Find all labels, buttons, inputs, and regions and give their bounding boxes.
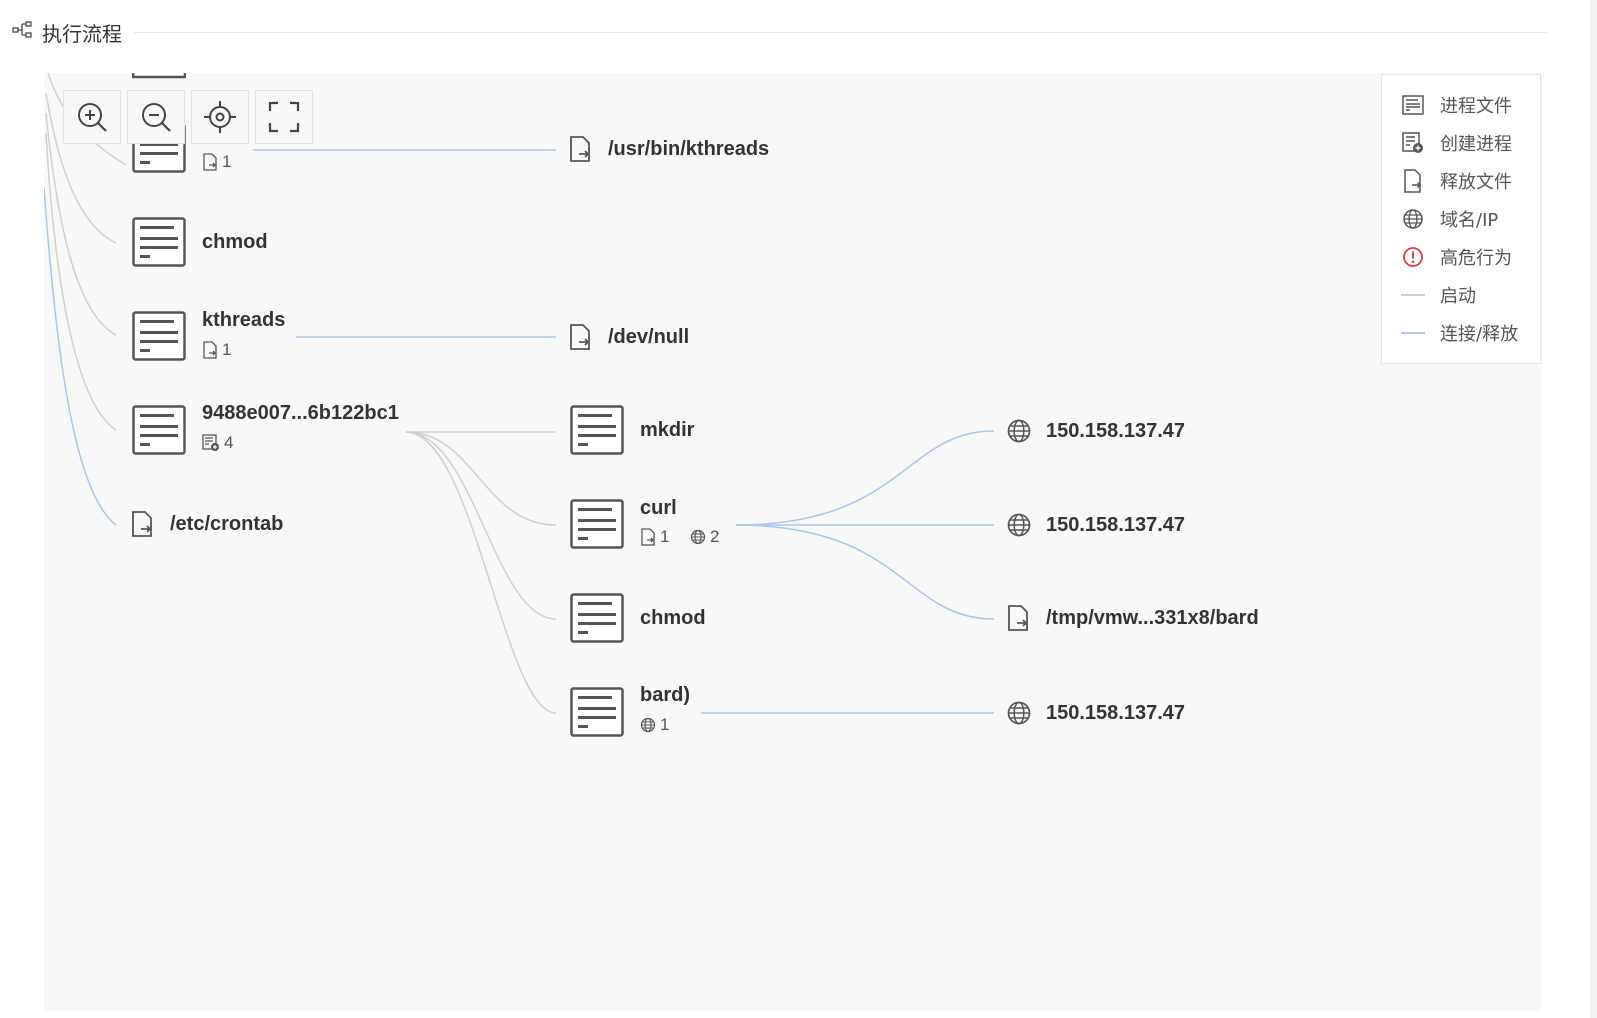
process-file-icon bbox=[132, 405, 186, 455]
zoom-in-icon bbox=[78, 103, 107, 132]
header-divider bbox=[134, 31, 1547, 33]
legend-item-connect-release: 连接/释放 bbox=[1400, 320, 1518, 346]
release-count: 1 bbox=[640, 527, 669, 547]
file-node-usr-kthreads[interactable]: /usr/bin/kthreads bbox=[568, 135, 769, 167]
node-label: 150.158.137.47 bbox=[1046, 420, 1186, 442]
node-label: mkdir bbox=[640, 419, 695, 441]
process-file-icon bbox=[132, 73, 186, 79]
globe-icon bbox=[690, 529, 706, 545]
globe-icon bbox=[640, 717, 656, 733]
process-file-icon bbox=[132, 217, 186, 267]
edge-start bbox=[45, 112, 117, 336]
crosshair-icon bbox=[204, 101, 236, 133]
zoom-out-icon bbox=[142, 103, 171, 132]
node-label: 150.158.137.47 bbox=[1046, 514, 1186, 536]
node-label: /etc/crontab bbox=[170, 513, 284, 535]
page-title: 执行流程 bbox=[42, 21, 122, 46]
node-label: bard) bbox=[640, 684, 690, 706]
file-node-tmp-bard[interactable]: /tmp/vmw...331x8/bard bbox=[1006, 604, 1259, 636]
globe-icon bbox=[1007, 513, 1031, 537]
process-file-icon bbox=[570, 499, 624, 549]
process-file-icon bbox=[570, 687, 624, 737]
release-file-icon bbox=[203, 153, 217, 171]
edge-start bbox=[405, 431, 557, 620]
node-label: chmod bbox=[640, 607, 706, 629]
release-file-icon bbox=[1404, 169, 1422, 193]
edge-connect bbox=[735, 524, 995, 620]
release-file-icon bbox=[641, 528, 655, 546]
legend-item-release-file: 释放文件 bbox=[1400, 168, 1512, 194]
edge-start bbox=[45, 92, 117, 244]
release-count: 1 bbox=[202, 340, 231, 360]
legend-item-start: 启动 bbox=[1400, 282, 1476, 308]
alert-icon bbox=[1403, 247, 1423, 267]
locate-button[interactable] bbox=[191, 90, 249, 144]
node-label: 150.158.137.47 bbox=[1046, 702, 1186, 724]
node-label: 9488e007...6b122bc1 bbox=[202, 402, 399, 424]
node-label: curl bbox=[640, 497, 677, 519]
ip-count: 2 bbox=[690, 527, 719, 547]
ip-node[interactable]: 150.158.137.47 bbox=[1006, 512, 1185, 542]
edge-start bbox=[44, 187, 117, 526]
file-node-devnull[interactable]: /dev/null bbox=[568, 323, 689, 355]
fullscreen-button[interactable] bbox=[255, 90, 313, 144]
legend-item-create-process: 创建进程 bbox=[1400, 130, 1512, 156]
edge-layer bbox=[44, 73, 995, 714]
release-file-icon bbox=[132, 511, 152, 537]
fullscreen-icon bbox=[268, 101, 300, 133]
legend-item-domain-ip: 域名/IP bbox=[1400, 206, 1498, 232]
node-label: /dev/null bbox=[608, 326, 690, 348]
globe-icon bbox=[1007, 701, 1031, 725]
node-label: /tmp/vmw...331x8/bard bbox=[1046, 607, 1259, 629]
section-header: 执行流程 bbox=[12, 18, 1547, 46]
ip-count: 1 bbox=[640, 715, 669, 735]
release-count: 1 bbox=[202, 152, 231, 172]
zoom-toolbar bbox=[63, 90, 319, 144]
connect-line-icon bbox=[1401, 332, 1425, 334]
edge-connect bbox=[735, 430, 995, 526]
globe-icon bbox=[1007, 419, 1031, 443]
release-file-icon bbox=[1008, 605, 1028, 631]
node-label: /usr/bin/kthreads bbox=[608, 138, 770, 160]
edge-start bbox=[45, 132, 117, 431]
scrollbar[interactable] bbox=[1590, 0, 1597, 1018]
release-file-icon bbox=[570, 136, 590, 162]
flow-tree-icon bbox=[12, 20, 34, 44]
release-file-icon bbox=[570, 324, 590, 350]
legend-panel: 进程文件 创建进程 释放文件 域名/IP 高危行为 启动 连接/释放 bbox=[1381, 74, 1541, 364]
zoom-out-button[interactable] bbox=[127, 90, 185, 144]
release-file-icon bbox=[203, 341, 217, 359]
legend-item-high-risk: 高危行为 bbox=[1400, 244, 1512, 270]
globe-icon bbox=[1403, 209, 1423, 229]
start-line-icon bbox=[1401, 294, 1425, 296]
create-process-icon bbox=[202, 434, 219, 451]
legend-item-process-file: 进程文件 bbox=[1400, 92, 1512, 118]
process-file-icon bbox=[570, 593, 624, 643]
flow-canvas[interactable]: 1 chmod kthreads 1 9488e007...6b122bc1 4… bbox=[44, 73, 1542, 1011]
edge-start bbox=[405, 431, 557, 714]
process-file-icon bbox=[570, 405, 624, 455]
process-file-icon bbox=[1402, 95, 1424, 115]
node-label: chmod bbox=[202, 231, 268, 253]
node-label: kthreads bbox=[202, 309, 286, 331]
zoom-in-button[interactable] bbox=[63, 90, 121, 144]
edge-start bbox=[405, 431, 557, 526]
create-process-icon bbox=[1402, 132, 1423, 153]
ip-node[interactable]: 150.158.137.47 bbox=[1006, 700, 1185, 730]
file-node-crontab[interactable]: /etc/crontab bbox=[130, 510, 283, 542]
process-file-icon bbox=[132, 311, 186, 361]
create-process-count: 4 bbox=[202, 433, 233, 453]
ip-node[interactable]: 150.158.137.47 bbox=[1006, 418, 1185, 448]
